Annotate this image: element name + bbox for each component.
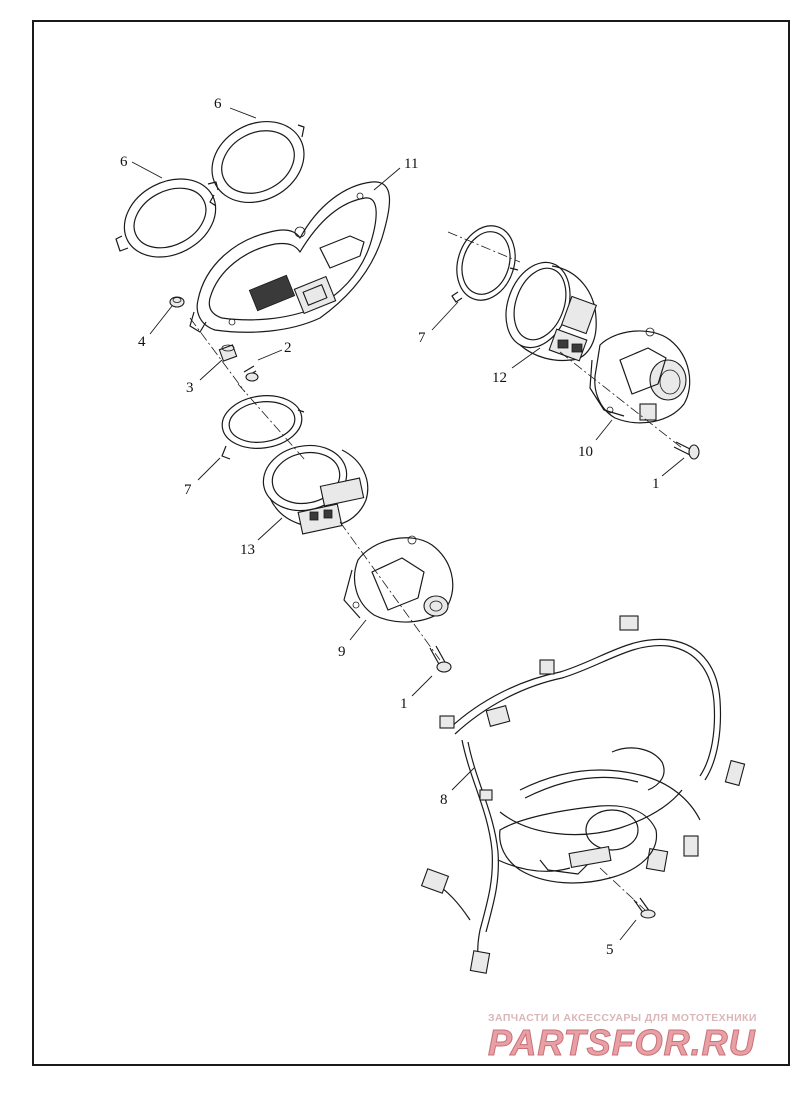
part-10-housing-upper [589, 327, 691, 424]
callout-8: 8 [440, 792, 448, 808]
callout-1-upper: 1 [652, 476, 660, 492]
leader-lines [131, 107, 685, 941]
part-11-instrument-housing [189, 181, 391, 333]
axis-line-lower [339, 521, 441, 661]
callout-6-left: 6 [120, 154, 128, 170]
callout-3: 3 [186, 380, 194, 396]
axis-line-center [237, 383, 306, 461]
part-12-gauge-body-upper [505, 261, 598, 362]
part-5-screw [633, 897, 656, 919]
callout-6-right: 6 [214, 96, 222, 112]
callout-11: 11 [404, 156, 418, 172]
callout-7-lower: 7 [184, 482, 192, 498]
axis-line-upper-right [447, 231, 521, 263]
watermark-subtitle: ЗАПЧАСТИ И АКСЕССУАРЫ ДЛЯ МОТОТЕХНИКИ [488, 1012, 757, 1024]
callout-1-lower: 1 [400, 696, 408, 712]
callout-9: 9 [338, 644, 346, 660]
axis-line-right [559, 351, 683, 449]
part-4-grommet [169, 296, 185, 308]
part-1-screw-lower [429, 645, 452, 673]
part-7-ring-upper [451, 225, 519, 303]
part-1-screw-upper [673, 441, 700, 460]
part-8-wiring-harness [420, 615, 746, 974]
callout-10: 10 [578, 444, 593, 460]
callout-7-upper: 7 [418, 330, 426, 346]
drawing-frame [32, 20, 790, 1066]
part-2-screw [243, 365, 259, 382]
part-6-gasket-right [209, 120, 305, 207]
part-7-ring-lower [221, 395, 305, 460]
part-6-gasket-left [115, 178, 219, 258]
callout-5: 5 [606, 942, 614, 958]
callout-12: 12 [492, 370, 507, 386]
axis-line-upper-left [189, 317, 246, 393]
watermark-logo: PARTSFOR.RU [488, 1022, 756, 1064]
part-3-spacer [218, 344, 238, 362]
part-9-housing-lower [343, 535, 454, 623]
callout-2: 2 [284, 340, 292, 356]
callout-4: 4 [138, 334, 146, 350]
callout-13: 13 [240, 542, 255, 558]
part-13-gauge-body-lower [262, 444, 369, 535]
